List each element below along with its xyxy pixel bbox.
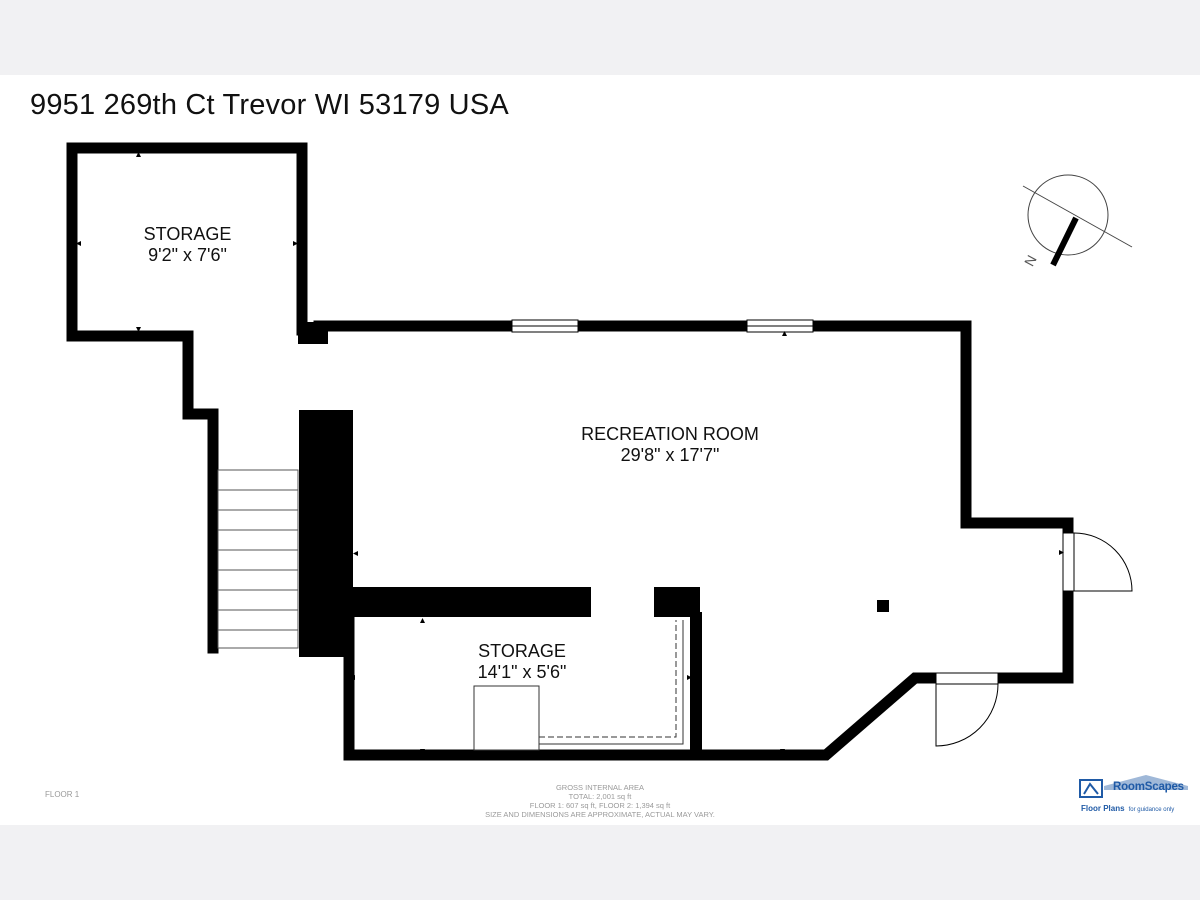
area-summary-line: FLOOR 1: 607 sq ft, FLOOR 2: 1,394 sq ft [529, 801, 671, 810]
door-bottom-swing [935, 683, 999, 747]
brand-name: RoomScapes [1113, 781, 1184, 793]
column [877, 600, 889, 612]
shelf-line [539, 620, 677, 738]
area-summary-line: SIZE AND DIMENSIONS ARE APPROXIMATE, ACT… [485, 810, 715, 819]
property-address: 9951 269th Ct Trevor WI 53179 USA [30, 89, 509, 121]
area-summary: GROSS INTERNAL AREA TOTAL: 2,001 sq ft F… [480, 783, 720, 819]
windows [511, 319, 814, 333]
solid-walls [298, 322, 889, 758]
room-label-recreation: RECREATION ROOM 29'8" x 17'7" [555, 424, 785, 466]
stair-hall-wall [182, 335, 219, 654]
door-bottom-frame [935, 672, 999, 685]
dimension-ticks [76, 152, 1064, 754]
north-compass-icon: N [1021, 174, 1133, 269]
room-name: RECREATION ROOM [581, 424, 759, 444]
walls [66, 142, 1074, 761]
floor-label: FLOOR 1 [45, 790, 80, 799]
storage-right-wall [690, 612, 702, 758]
area-summary-line: GROSS INTERNAL AREA [555, 783, 645, 792]
stairs [217, 469, 299, 649]
door-right-frame [1062, 532, 1075, 592]
wall-stub-top [298, 322, 328, 344]
stair-divider-wall [299, 410, 353, 657]
brand-note: for guidance only [1128, 807, 1175, 813]
compass-north-label: N [1021, 252, 1040, 268]
room-name: STORAGE [143, 224, 232, 244]
room-dimensions: 14'1" x 5'6" [477, 662, 567, 682]
storage-top-partition [349, 587, 591, 617]
room-name: STORAGE [478, 641, 566, 661]
room-label-storage-bottom: STORAGE 14'1" x 5'6" [452, 641, 592, 683]
room-dimensions: 9'2" x 7'6" [148, 245, 227, 265]
brand-tagline: Floor Plans [1081, 804, 1125, 813]
recreation-room-walls [313, 320, 1074, 761]
doors [935, 532, 1133, 747]
utility-box [473, 685, 540, 751]
area-summary-line: TOTAL: 2,001 sq ft [568, 792, 632, 801]
door-right-swing [1073, 532, 1133, 592]
house-roof-icon [1079, 775, 1188, 798]
floor-plan-sheet [0, 75, 1200, 825]
room-label-storage-top: STORAGE 9'2" x 7'6" [120, 224, 255, 266]
room-dimensions: 29'8" x 17'7" [620, 445, 720, 465]
storage-top-walls [66, 142, 308, 342]
storage-fixtures [473, 620, 684, 751]
